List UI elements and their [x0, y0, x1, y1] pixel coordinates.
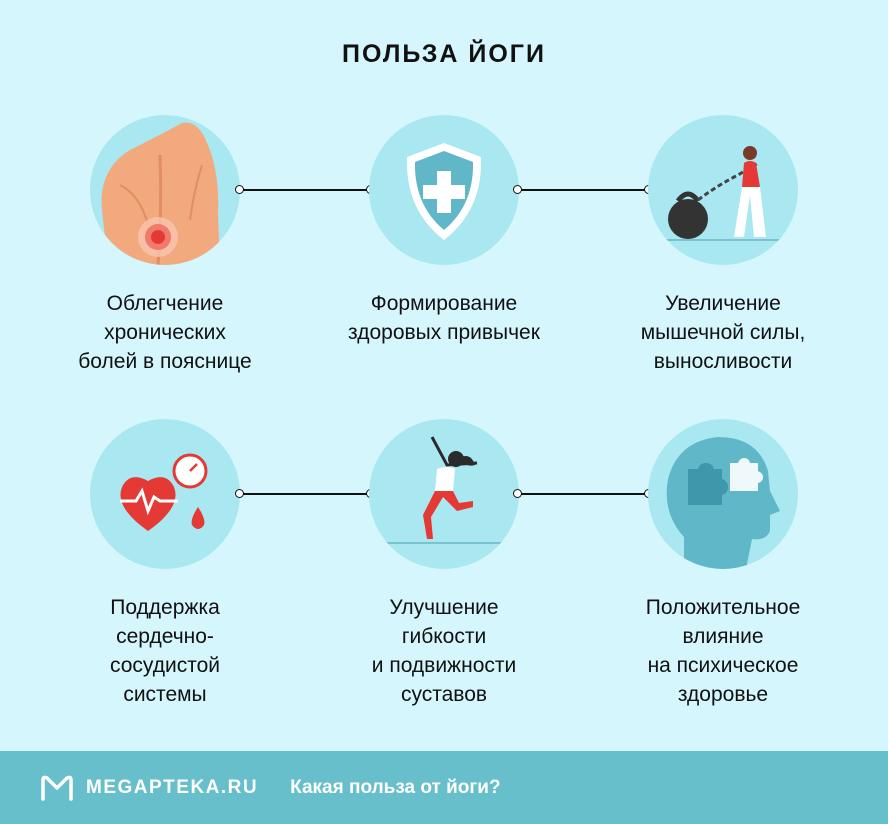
benefit-label-4: Поддержка сердечно- сосудистой системы — [110, 596, 220, 706]
connector-1-2 — [235, 185, 375, 195]
heart-circle — [90, 419, 240, 569]
strength-circle — [648, 115, 798, 265]
woman-pulling-kettlebell-icon — [666, 146, 788, 241]
benefit-label-3: Увеличение мышечной силы, выносливости — [640, 292, 806, 373]
connector-5-6 — [513, 489, 653, 499]
megapteka-logo-icon[interactable] — [40, 774, 74, 802]
connector-4-5 — [235, 489, 375, 499]
footer-bar: MEGAPTEKA.RU Какая польза от йоги? — [0, 751, 888, 824]
benefit-label-6: Положительное влияние на психическое здо… — [645, 596, 801, 706]
heart-pressure-icon — [120, 453, 208, 531]
benefit-label-2: Формирование здоровых привычек — [348, 292, 540, 344]
back-pain-icon — [101, 122, 220, 265]
brand-name[interactable]: MEGAPTEKA.RU — [86, 776, 259, 798]
head-puzzle-icon — [666, 437, 780, 569]
woman-jumping-icon — [387, 436, 501, 544]
shield-plus-icon — [406, 143, 482, 240]
back-pain-circle — [90, 115, 240, 265]
mind-circle — [648, 419, 798, 569]
page-title: ПОЛЬЗА ЙОГИ — [342, 40, 546, 68]
benefit-label-5: Улучшение гибкости и подвижности суставо… — [371, 596, 517, 706]
connector-2-3 — [513, 185, 653, 195]
shield-circle — [369, 115, 519, 265]
benefit-label-1: Облегчение хронических болей в пояснице — [78, 292, 252, 373]
footer-tagline: Какая польза от йоги? — [290, 776, 501, 798]
flexibility-circle — [369, 419, 519, 569]
